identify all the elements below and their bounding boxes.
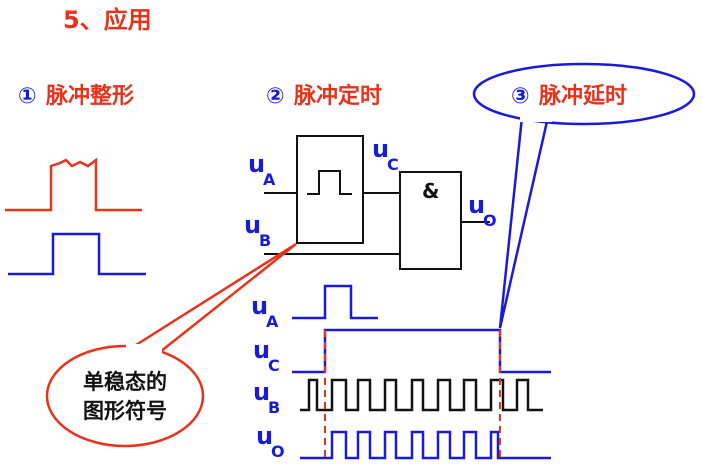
svg-text:u: u: [256, 422, 273, 450]
shaped-wave-blue: [8, 232, 146, 276]
wave-label-uc: u C: [253, 336, 280, 375]
svg-text:u: u: [372, 135, 389, 163]
svg-text:C: C: [268, 356, 280, 375]
svg-text:O: O: [483, 211, 497, 230]
section-title: 5、应用: [63, 6, 152, 34]
app-shaping-title: 脉冲整形: [45, 83, 134, 109]
app-shaping-number: ①: [18, 84, 37, 109]
svg-text:A: A: [266, 312, 279, 331]
svg-text:u: u: [253, 378, 270, 406]
svg-text:B: B: [268, 398, 280, 417]
label-circuit-ua: u A: [248, 150, 276, 189]
wave-ua: [292, 284, 378, 320]
callout-line-1: 单稳态的: [83, 370, 167, 394]
and-gate: [399, 171, 462, 270]
wave-label-ub: u B: [253, 378, 280, 417]
monostable-callout: 单稳态的 图形符号: [45, 242, 297, 448]
app-delay-title: 脉冲延时: [538, 84, 627, 109]
timing-circuit: &: [264, 135, 490, 270]
monostable-symbol-pulse: [307, 170, 352, 195]
delay-callout: ③ 脉冲延时: [472, 62, 696, 329]
svg-text:u: u: [253, 336, 270, 364]
wave-ub: [300, 378, 543, 412]
app-delay-number: ③: [511, 84, 530, 109]
svg-text:u: u: [468, 191, 485, 219]
monostable-callout-ellipse: [45, 344, 205, 448]
delay-callout-ellipse: [472, 62, 696, 126]
svg-text:u: u: [251, 292, 268, 320]
wave-label-uo: u O: [256, 422, 285, 461]
app-timing-number: ②: [266, 84, 285, 109]
monostable-block: [296, 135, 364, 244]
svg-text:A: A: [263, 170, 276, 189]
delay-callout-pointer: [498, 116, 550, 329]
monostable-callout-pointer: [127, 242, 297, 353]
label-circuit-uc: u C: [372, 135, 399, 174]
and-symbol: &: [422, 179, 439, 203]
svg-text:B: B: [259, 231, 271, 250]
svg-text:C: C: [387, 155, 399, 174]
callout-line-2: 图形符号: [83, 399, 167, 423]
svg-text:O: O: [271, 442, 285, 461]
svg-text:u: u: [244, 211, 261, 239]
label-circuit-uo: u O: [468, 191, 497, 230]
wave-label-ua: u A: [251, 292, 279, 331]
wave-uc: [292, 328, 551, 374]
svg-text:u: u: [248, 150, 265, 178]
wave-uo: [300, 430, 551, 460]
app-timing-title: 脉冲定时: [293, 83, 382, 109]
input-wave-red: [5, 157, 142, 212]
label-circuit-ub: u B: [244, 211, 271, 250]
